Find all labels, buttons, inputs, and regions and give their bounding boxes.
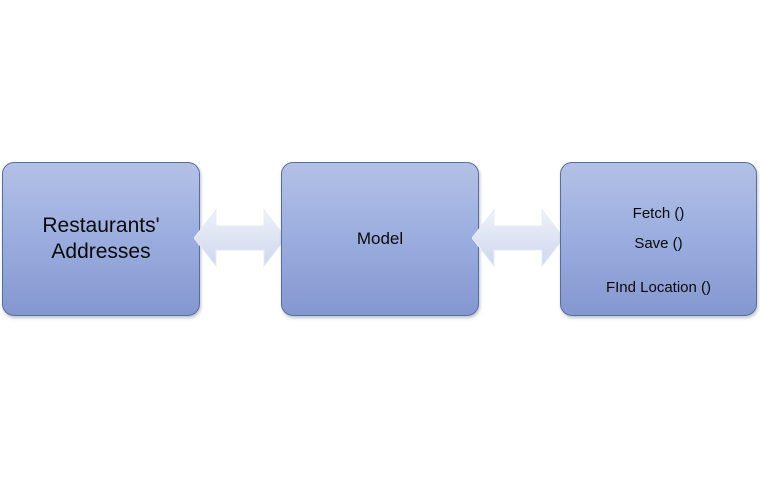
- methods-box: Fetch () Save () FInd Location (): [560, 162, 757, 316]
- fetch-method-label: Fetch (): [632, 205, 685, 222]
- model-label: Model: [356, 229, 404, 248]
- double-arrow-left: [194, 208, 286, 268]
- double-arrow-right: [472, 208, 564, 268]
- restaurants-label-line1: Restaurants': [42, 214, 160, 237]
- save-method-label: Save (): [634, 235, 683, 252]
- model-box: Model: [281, 162, 479, 316]
- restaurants-label-line2: Addresses: [51, 240, 151, 263]
- restaurants-addresses-box: Restaurants' Addresses: [2, 162, 200, 316]
- find-location-method-label: FInd Location (): [605, 279, 712, 296]
